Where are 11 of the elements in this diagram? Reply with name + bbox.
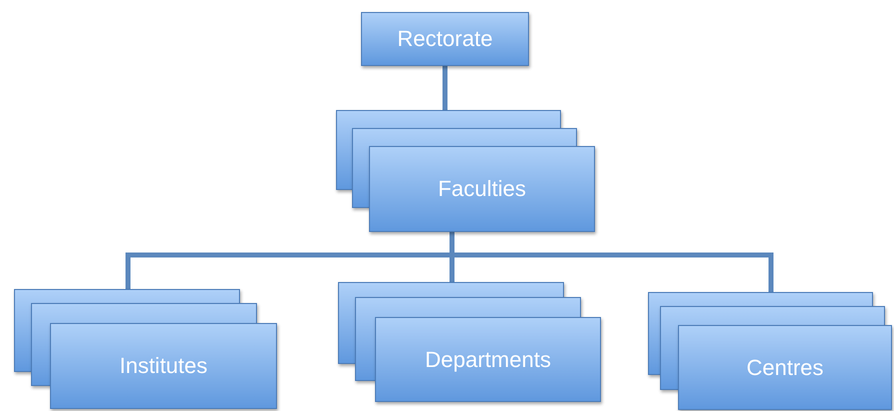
stacked-boxes xyxy=(336,110,595,232)
node-label: Centres xyxy=(746,354,824,380)
node-label: Institutes xyxy=(119,353,208,379)
node-label: Departments xyxy=(425,346,551,372)
org-box xyxy=(361,12,529,66)
node-label: Faculties xyxy=(438,176,526,202)
stacked-boxes xyxy=(14,289,277,409)
stacked-boxes xyxy=(648,292,892,410)
connector-line xyxy=(442,66,448,110)
node-label: Rectorate xyxy=(397,26,493,52)
stacked-boxes xyxy=(338,282,601,402)
